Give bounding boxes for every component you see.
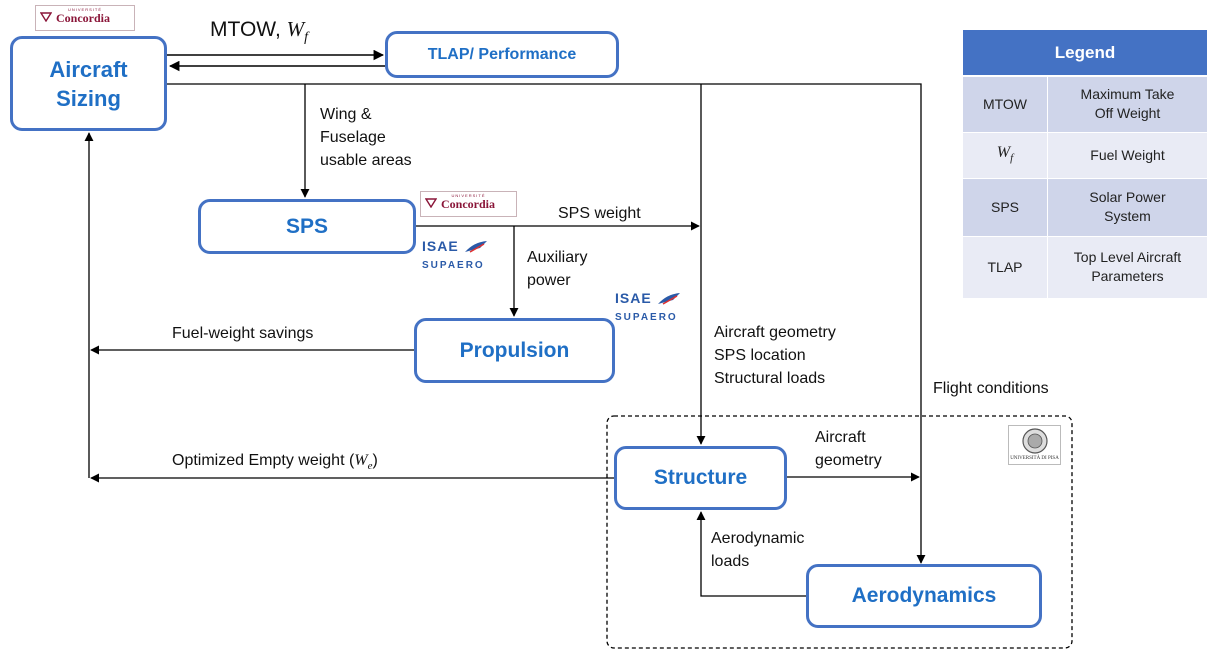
flight-conditions-label: Flight conditions xyxy=(933,380,1049,397)
legend-meaning: Solar Power System xyxy=(1047,178,1207,237)
legend-meaning: Fuel Weight xyxy=(1047,132,1207,179)
tlap-performance-block: TLAP/ Performance xyxy=(385,31,619,78)
legend-row: SPS Solar Power System xyxy=(963,178,1207,237)
aerodynamic-loads-label: Aerodynamic loads xyxy=(711,530,805,570)
legend-row: Wf Fuel Weight xyxy=(963,132,1207,179)
auxiliary-power-label: Auxiliary power xyxy=(527,249,588,289)
fuel-weight-savings-label: Fuel-weight savings xyxy=(172,325,314,342)
mtow-wf-label: MTOW, Wf xyxy=(210,17,308,46)
university-of-pisa-logo: UNIVERSITÀ DI PISA xyxy=(1008,425,1061,465)
arrow-sizing-to-aerodynamics xyxy=(167,83,926,564)
legend-meaning: Maximum Take Off Weight xyxy=(1047,76,1207,133)
aircraft-geometry-label: Aircraft geometry xyxy=(815,429,882,469)
concordia-logo-sps: UNIVERSITÉ Concordia xyxy=(420,191,517,217)
legend-table: Legend MTOW Maximum Take Off Weight Wf F… xyxy=(963,30,1207,299)
legend-abbr: TLAP xyxy=(963,236,1048,299)
legend-row: MTOW Maximum Take Off Weight xyxy=(963,76,1207,133)
arrow-aero-loads-to-structure xyxy=(696,511,808,597)
aerodynamics-block: Aerodynamics xyxy=(806,564,1042,628)
propulsion-block: Propulsion xyxy=(414,318,615,383)
isae-supaero-logo-sps: ISAE SUPAERO xyxy=(422,238,492,274)
optimized-empty-weight-label: Optimized Empty weight (We) xyxy=(172,452,378,473)
isae-supaero-logo-propulsion: ISAE SUPAERO xyxy=(615,290,685,326)
legend-row: TLAP Top Level Aircraft Parameters xyxy=(963,236,1207,299)
structure-block: Structure xyxy=(614,446,787,510)
legend-abbr: MTOW xyxy=(963,76,1048,133)
sps-weight-label: SPS weight xyxy=(558,205,641,222)
aircraft-sizing-block: Aircraft Sizing xyxy=(10,36,167,131)
sps-block: SPS xyxy=(198,199,416,254)
wing-fuselage-label: Wing & Fuselage usable areas xyxy=(320,106,412,169)
legend-abbr: SPS xyxy=(963,178,1048,237)
concordia-logo: UNIVERSITÉ Concordia xyxy=(35,5,135,31)
legend-abbr: Wf xyxy=(963,132,1048,179)
legend-meaning: Top Level Aircraft Parameters xyxy=(1047,236,1207,299)
structure-aero-group-boundary xyxy=(606,415,1073,649)
legend-title: Legend xyxy=(963,30,1207,77)
aircraft-geometry-loads-label: Aircraft geometry SPS location Structura… xyxy=(714,324,836,387)
